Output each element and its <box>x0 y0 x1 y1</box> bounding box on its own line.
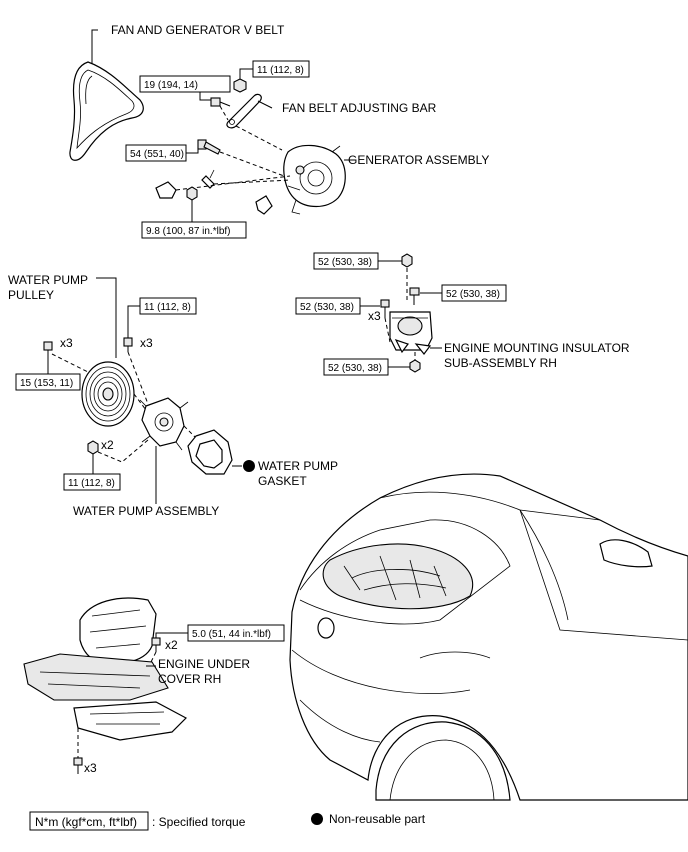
multiplier-cover-bottom: x3 <box>84 761 97 775</box>
torque-52-a: 52 (530, 38) <box>318 257 372 268</box>
non-reusable-dot-icon <box>243 460 255 472</box>
nut-52-d-icon <box>409 359 421 373</box>
label-water-pump-gasket-1: WATER PUMP <box>258 459 338 473</box>
bolt-52-c-icon <box>380 299 390 318</box>
legend-torque-box <box>29 811 149 831</box>
bolt-52-b-icon <box>409 287 420 305</box>
label-water-pump-gasket-2: GASKET <box>258 474 307 488</box>
torque-11-top: 11 (112, 8) <box>257 65 304 76</box>
torque-box-9-8 <box>141 221 247 239</box>
fan-belt-adjusting-bar-illustration <box>226 93 262 129</box>
multiplier-wp-bolt: x3 <box>140 336 153 350</box>
generator-bracket-illustration <box>155 169 273 215</box>
label-water-pump-pulley-1: WATER PUMP <box>8 273 88 287</box>
torque-52-c: 52 (530, 38) <box>300 302 354 313</box>
legend-non-reusable: Non-reusable part <box>329 812 426 826</box>
multiplier-pulley-bolt: x3 <box>60 336 73 350</box>
engine-under-cover-illustration <box>23 597 187 741</box>
torque-52-d: 52 (530, 38) <box>328 363 382 374</box>
torque-52-b: 52 (530, 38) <box>446 289 500 300</box>
label-engine-mount-1: ENGINE MOUNTING INSULATOR <box>444 341 630 355</box>
label-water-pump-pulley-2: PULLEY <box>8 288 54 302</box>
label-under-cover-1: ENGINE UNDER <box>158 657 250 671</box>
nut-9-8-icon <box>186 186 198 201</box>
nut-11-icon <box>233 78 247 93</box>
nut-11-low-icon <box>87 440 99 455</box>
nut-52-a-icon <box>401 253 413 268</box>
water-pump-assembly-illustration <box>139 397 189 451</box>
label-water-pump-assembly: WATER PUMP ASSEMBLY <box>73 504 219 518</box>
torque-11-low: 11 (112, 8) <box>68 478 115 489</box>
torque-box-11-low <box>63 473 121 491</box>
torque-11-wp: 11 (112, 8) <box>144 302 191 313</box>
torque-19: 19 (194, 14) <box>144 80 198 91</box>
torque-box-15 <box>15 373 81 391</box>
label-fan-belt-adjusting-bar: FAN BELT ADJUSTING BAR <box>282 101 437 115</box>
generator-assembly-illustration <box>283 144 346 215</box>
torque-box-19 <box>139 75 231 93</box>
torque-9-8: 9.8 (100, 87 in.*lbf) <box>146 226 231 237</box>
torque-5-0: 5.0 (51, 44 in.*lbf) <box>192 629 271 640</box>
multiplier-wp-nut: x2 <box>101 438 114 452</box>
bolt-54-icon <box>197 139 221 155</box>
bolt-11-wp-icon <box>123 337 133 352</box>
label-fan-belt: FAN AND GENERATOR V BELT <box>111 23 285 37</box>
bolt-19-icon <box>210 97 231 107</box>
multiplier-mount: x3 <box>368 309 381 323</box>
vehicle-illustration <box>289 473 688 801</box>
water-pump-gasket-illustration <box>187 429 233 475</box>
torque-54: 54 (551, 40) <box>130 149 184 160</box>
legend-specified-torque: : Specified torque <box>152 815 246 829</box>
bolt-15-icon <box>43 341 53 358</box>
multiplier-cover-bolt: x2 <box>165 638 178 652</box>
fan-belt-illustration <box>69 61 144 161</box>
label-generator-assembly: GENERATOR ASSEMBLY <box>348 153 489 167</box>
label-engine-mount-2: SUB-ASSEMBLY RH <box>444 356 557 370</box>
bolt-cover-bottom-icon <box>73 757 83 774</box>
legend-unit: N*m (kgf*cm, ft*lbf) <box>35 815 137 829</box>
bolt-5-0-icon <box>151 637 161 652</box>
engine-mounting-insulator-illustration <box>389 311 433 355</box>
water-pump-pulley-illustration <box>81 361 135 427</box>
label-under-cover-2: COVER RH <box>158 672 221 686</box>
torque-15: 15 (153, 11) <box>20 378 73 389</box>
legend-non-reusable-dot-icon <box>311 813 323 825</box>
